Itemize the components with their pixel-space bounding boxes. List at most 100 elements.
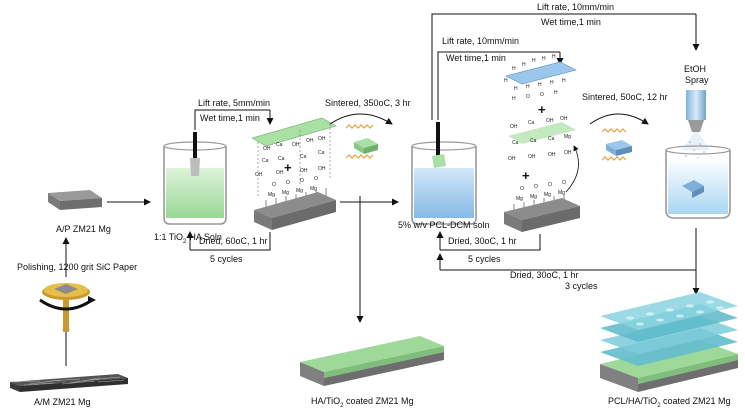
plus-symbol-2: + (538, 102, 546, 117)
wet1-label: Wet time,1 min (200, 113, 260, 123)
svg-text:OH: OH (560, 116, 568, 122)
svg-text:Ca: Ca (512, 140, 519, 146)
lift1-label: Lift rate, 5mm/min (198, 98, 270, 108)
dried2-label: Dried, 30oC, 1 hr (448, 236, 517, 246)
lift3-label: Lift rate, 10mm/min (537, 2, 614, 12)
svg-text:H: H (504, 78, 508, 84)
svg-text:OH: OH (564, 150, 572, 156)
cycles1-label: 5 cycles (210, 254, 243, 264)
wet2-label: Wet time,1 min (446, 53, 506, 63)
svg-text:OH: OH (292, 142, 300, 148)
beaker-tio2-ha-icon (163, 132, 227, 225)
svg-text:O: O (562, 180, 566, 186)
wet3-label: Wet time,1 min (541, 17, 601, 27)
svg-text:Mg: Mg (296, 188, 303, 194)
cycles3-label: 3 cycles (565, 281, 598, 291)
svg-text:H: H (512, 66, 516, 72)
svg-text:Ca: Ca (300, 154, 307, 160)
svg-text:OH: OH (318, 166, 326, 172)
svg-text:OH: OH (508, 156, 516, 162)
arrow-sinter2 (589, 113, 649, 125)
svg-text:H: H (552, 54, 556, 60)
lift3-bracket (431, 13, 696, 120)
lift2-label: Lift rate, 10mm/min (442, 36, 519, 46)
pcl-coated-stack (600, 292, 738, 392)
heater-icon-1 (345, 124, 374, 159)
svg-text:Mg: Mg (564, 134, 571, 140)
polishing-label: Polishing, 1200 grit SiC Paper (17, 262, 137, 272)
svg-text:Mg: Mg (516, 196, 523, 202)
svg-text:OH: OH (263, 146, 271, 152)
svg-text:O: O (520, 186, 524, 192)
svg-text:H: H (554, 90, 558, 96)
svg-text:O: O (526, 94, 530, 100)
svg-text:H: H (542, 56, 546, 62)
svg-text:Ca: Ca (318, 150, 325, 156)
ap-mg-label: A/P ZM21 Mg (56, 224, 111, 234)
svg-text:Mg: Mg (310, 186, 317, 192)
svg-text:O: O (286, 180, 290, 186)
svg-text:Mg: Mg (544, 192, 551, 198)
plus-symbol-3: + (522, 168, 530, 183)
sintered-sample-icon-2 (606, 140, 632, 156)
sinter1-label: Sintered, 350oC, 3 hr (325, 98, 411, 108)
svg-text:H: H (522, 62, 526, 68)
lift1-bracket (194, 109, 270, 130)
svg-text:OH: OH (276, 170, 284, 176)
spray-label-2: Spray (685, 75, 709, 85)
svg-text:H: H (514, 86, 518, 92)
svg-text:O: O (548, 182, 552, 188)
svg-text:H: H (532, 58, 536, 64)
ha-coated-plate (300, 336, 444, 386)
soln2-label: 5% w/v PCL-DCM soln (398, 220, 490, 230)
am-mg-label: A/M ZM21 Mg (34, 397, 91, 407)
loop2-line (440, 234, 541, 251)
arrow-sinter1 (329, 113, 393, 125)
sintered-sample-icon-1 (354, 138, 378, 154)
dried1-label: Dried, 60oC, 1 hr (199, 236, 268, 246)
ap-plate (48, 190, 102, 210)
polishing-wheel-icon (39, 283, 96, 332)
svg-text:OH: OH (548, 152, 556, 158)
svg-text:Mg: Mg (268, 192, 275, 198)
lift2-bracket (437, 51, 560, 120)
svg-text:H: H (526, 84, 530, 90)
svg-text:O: O (534, 184, 538, 190)
dried3-label: Dried, 30oC, 1 hr (510, 270, 579, 280)
svg-text:Mg: Mg (558, 190, 565, 196)
svg-text:Ca: Ca (276, 142, 283, 148)
svg-text:OH: OH (510, 124, 518, 130)
beaker-spray-icon (665, 145, 731, 219)
svg-text:OH: OH (306, 138, 314, 144)
svg-text:H: H (562, 78, 566, 84)
svg-text:OH: OH (318, 136, 326, 142)
svg-text:O: O (314, 176, 318, 182)
spray-label-1: EtOH (684, 64, 706, 74)
svg-text:O: O (300, 178, 304, 184)
svg-text:Ca: Ca (530, 138, 537, 144)
svg-text:OH: OH (300, 168, 308, 174)
svg-text:H: H (512, 96, 516, 102)
beaker-pcl-dcm-icon (411, 122, 477, 225)
svg-text:OH: OH (255, 172, 263, 178)
svg-text:Ca: Ca (278, 156, 285, 162)
svg-text:Mg: Mg (530, 194, 537, 200)
svg-text:Ca: Ca (528, 120, 535, 126)
svg-text:H: H (550, 80, 554, 86)
svg-text:Ca: Ca (262, 158, 269, 164)
svg-text:O: O (272, 182, 276, 188)
ha-coated-label: HA/TiO2 coated ZM21 Mg (311, 396, 414, 409)
svg-text:Ca: Ca (548, 136, 555, 142)
svg-text:O: O (540, 92, 544, 98)
heater-icon-2 (601, 128, 627, 161)
svg-text:Mg: Mg (282, 190, 289, 196)
svg-text:H: H (538, 82, 542, 88)
am-plate (10, 374, 128, 392)
cycles2-label: 5 cycles (468, 254, 501, 264)
svg-text:OH: OH (528, 154, 536, 160)
svg-text:OH: OH (546, 118, 554, 124)
